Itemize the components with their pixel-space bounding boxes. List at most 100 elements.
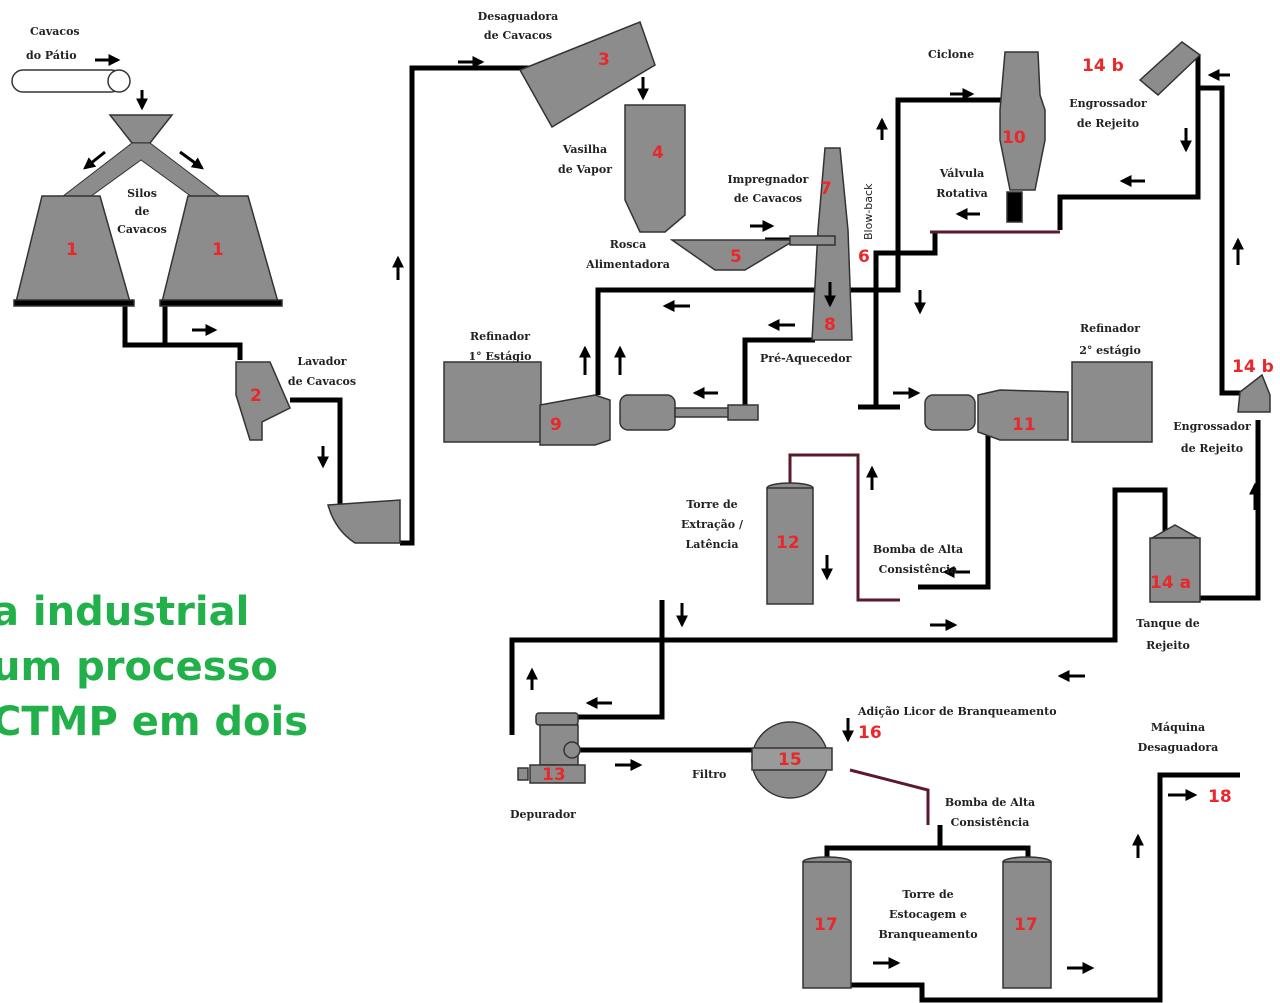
feeder-1 (727, 404, 759, 421)
vasilha-vapor[interactable] (624, 104, 686, 233)
pipe-lavador-down (290, 397, 343, 505)
silo-base-left (13, 299, 135, 307)
pipes-maroon (788, 230, 1060, 825)
conveyor-roller (107, 69, 131, 93)
arrow-hopper-left (83, 150, 106, 170)
equipment (11, 21, 1271, 989)
refinador-1-head[interactable] (539, 394, 611, 446)
label-pre-aquecedor: Pré-Aquecedor (760, 352, 852, 365)
pipe-tank-loop (509, 487, 1168, 735)
number-16: 16 (858, 723, 882, 743)
pipe-towers-top (824, 845, 1031, 860)
label-filtro: Filtro (692, 768, 726, 781)
torre-12[interactable] (766, 487, 814, 605)
refinador-2[interactable] (1071, 361, 1153, 443)
number-3: 3 (598, 50, 610, 70)
label-adicao-licor: Adição Licor de Branqueamento (857, 705, 1057, 718)
conveyor-belt (11, 69, 123, 93)
pipe-tank-engross (1200, 420, 1261, 601)
number-18: 18 (1208, 787, 1232, 807)
caption-line-2: um processo (0, 644, 278, 690)
silo-base-right (159, 299, 283, 307)
number-12: 12 (776, 533, 800, 553)
drenador[interactable] (518, 21, 656, 129)
pipe-engross-right (1198, 85, 1242, 396)
pipe-towers-bottom (850, 772, 1240, 1003)
number-1-right: 1 (212, 240, 224, 260)
refinador-2-head[interactable] (977, 389, 1069, 441)
pipes (122, 55, 1261, 1003)
refinador-1[interactable] (443, 361, 542, 443)
number-9: 9 (550, 415, 562, 435)
label-blowback: Blow-back (862, 183, 875, 240)
pipe-ref2-bomba (918, 405, 991, 590)
caption-line-1: a industrial (0, 589, 250, 635)
number-11: 11 (1012, 415, 1036, 435)
number-13: 13 (542, 765, 566, 785)
label-depurador: Depurador (510, 808, 576, 821)
number-8: 8 (824, 315, 836, 335)
number-14b-right: 14 b (1232, 357, 1274, 377)
number-15: 15 (778, 750, 802, 770)
rotary-valve[interactable] (1006, 191, 1023, 223)
number-10: 10 (1002, 128, 1026, 148)
depurador-foot (517, 767, 529, 781)
flow-arrows (83, 54, 1261, 974)
pipe-15-bomba (849, 768, 930, 825)
ciclone[interactable] (999, 51, 1046, 191)
rosca-alimentadora[interactable] (669, 239, 798, 271)
number-5: 5 (730, 247, 742, 267)
pipe-tower12-top (788, 453, 900, 602)
number-4: 4 (652, 143, 664, 163)
pipe-valve-engross (1057, 55, 1201, 230)
number-17-left: 17 (814, 915, 838, 935)
depurador-motor (563, 741, 581, 759)
equipment-numbers: 1 1 2 3 4 5 6 7 8 9 10 11 12 13 14 a 14 … (66, 50, 1274, 935)
pipe-valve-ref2 (873, 232, 938, 405)
number-2: 2 (250, 386, 262, 406)
tanque-14a[interactable] (1149, 537, 1201, 603)
depurador-top (535, 712, 579, 726)
number-14a: 14 a (1150, 573, 1191, 593)
label-ciclone: Ciclone (928, 48, 974, 61)
shaft-1 (674, 407, 731, 418)
motor-1 (619, 394, 676, 431)
number-1-left: 1 (66, 240, 78, 260)
number-7: 7 (820, 179, 832, 199)
torre-17a[interactable] (802, 861, 852, 989)
number-6: 6 (858, 247, 870, 267)
preheater-neck (789, 235, 836, 246)
depurador-base (529, 764, 586, 784)
filtro-15-tub (751, 747, 833, 771)
arrow-hopper-right (179, 150, 204, 170)
torre-17b[interactable] (1002, 861, 1052, 989)
trough (327, 499, 401, 544)
pipe-preheater-outlet (742, 337, 815, 410)
silo-hopper (108, 114, 174, 144)
engrossador-right[interactable] (1237, 373, 1271, 413)
engrossador-top[interactable] (1138, 41, 1202, 97)
pipe-riser (400, 65, 530, 546)
pipe-preheater-ref1 (595, 287, 840, 395)
number-14b-top: 14 b (1082, 56, 1124, 76)
lavador[interactable] (235, 361, 291, 441)
